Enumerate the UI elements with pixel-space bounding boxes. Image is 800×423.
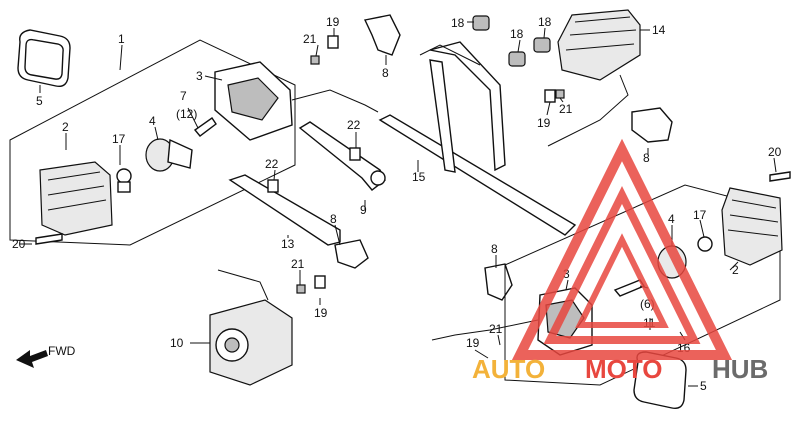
callout: 19 [326,15,340,29]
main-stay [378,114,577,236]
callout: 17 [112,132,126,146]
screw-19a [327,35,339,49]
nut-18a [472,15,490,31]
lens-rim-inner [24,38,64,80]
callout: 15 [412,170,426,184]
grommet-right [631,107,673,143]
watermark-logo [511,138,733,360]
callout: 20 [768,145,782,159]
nut-21c [296,284,306,294]
callout: 21 [489,322,503,336]
right-group-frame [504,184,781,386]
callout: 2 [62,120,69,134]
watermark-word-2: MOTO [585,354,663,384]
bulb-left [116,168,132,184]
tail-light-14 [547,9,641,147]
left-signal-group [9,29,379,246]
callout: 3 [563,267,570,281]
callout: 22 [347,118,361,132]
callout: 19 [537,116,551,130]
fwd-label: FWD [48,344,76,358]
screw-22b [267,179,279,193]
callout: 19 [314,306,328,320]
watermark: AUTO MOTO HUB [472,138,768,384]
watermark-word-1: AUTO [472,354,545,384]
grommet-lower [484,263,513,301]
grommet-center [334,239,369,269]
nut-18c [533,37,551,53]
lens-housing-left [39,161,113,236]
callout: 10 [170,336,184,350]
callout: 8 [491,242,498,256]
callout: 5 [700,379,707,393]
fwd-arrow: FWD [16,344,76,368]
callout: 21 [303,32,317,46]
bracket-13 [228,174,341,246]
nut-21b [555,89,565,99]
callout: 14 [652,23,666,37]
callout: 5 [36,94,43,108]
callout: 21 [291,257,305,271]
center-brackets [228,14,673,301]
grommet-top [363,14,401,56]
callout: 2 [732,263,739,277]
callout: 8 [382,66,389,80]
nut-21a [310,55,320,65]
callout: 18 [510,27,524,41]
callout: 20 [12,237,26,251]
callout: 9 [360,203,367,217]
callout: (12) [176,107,197,121]
callout: 1 [118,32,125,46]
callout: 21 [559,102,573,116]
callout: 22 [265,157,279,171]
callout: 17 [693,208,707,222]
callout: 3 [196,69,203,83]
screw-22a [349,147,361,161]
nut-18b [508,51,526,67]
leader-lines [20,21,777,387]
screw-19b [544,89,556,103]
callout: 4 [149,114,156,128]
light-10 [209,269,293,386]
callout: 8 [643,151,650,165]
callout: 4 [668,212,675,226]
callout: 8 [330,212,337,226]
callout: 19 [466,336,480,350]
callout: 13 [281,237,295,251]
callout: 7 [180,89,187,103]
screw-19c [314,275,326,289]
callout: 18 [538,15,552,29]
left-group-frame [9,39,296,246]
watermark-word-3: HUB [712,354,768,384]
callout: 18 [451,16,465,30]
